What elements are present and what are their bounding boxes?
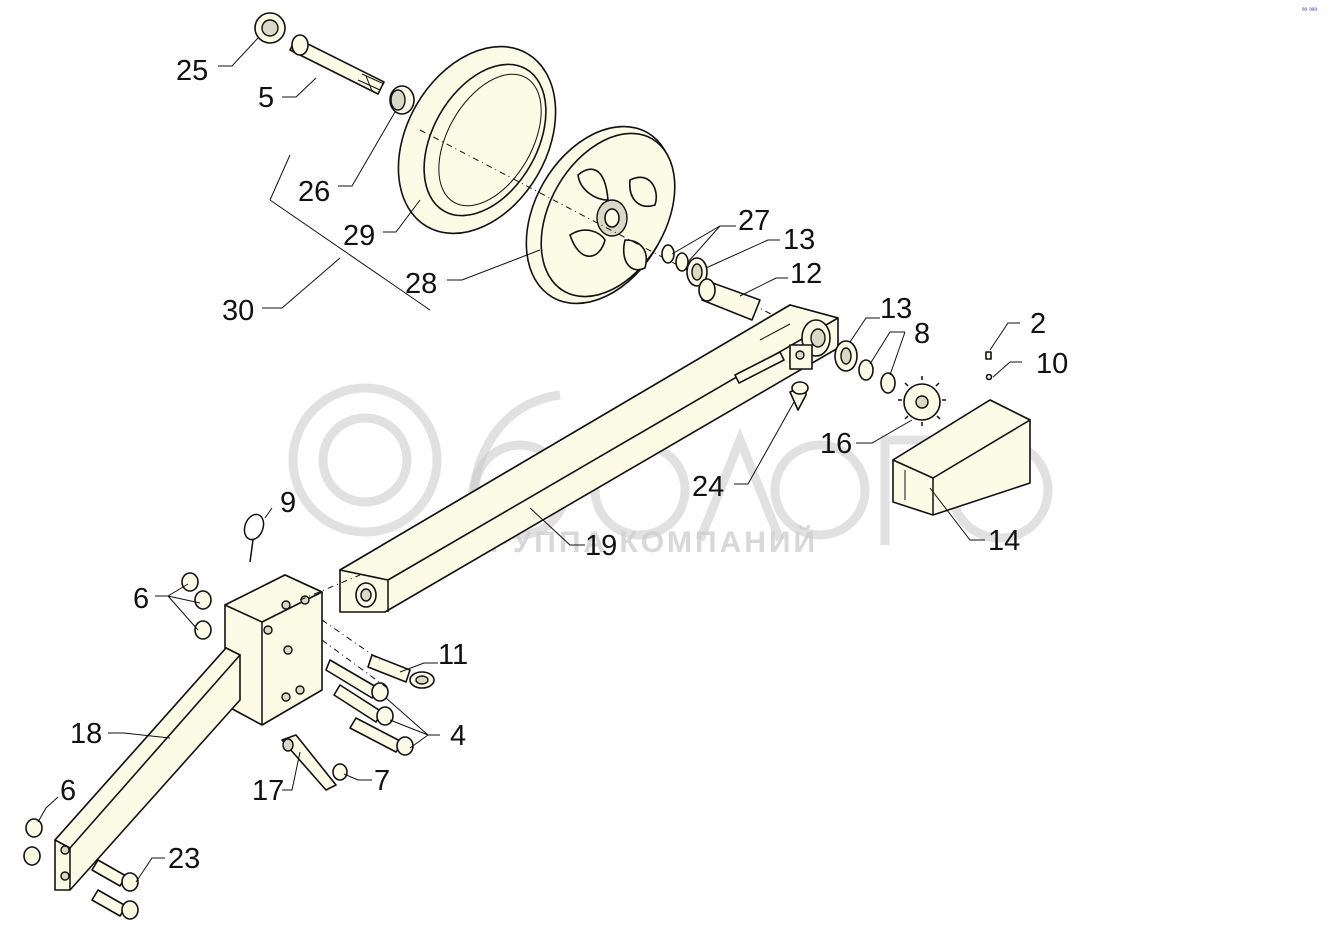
assembly-line-b <box>321 639 391 691</box>
callout-13-upper: 13 <box>783 224 815 256</box>
wheel-28 <box>525 125 676 305</box>
callout-16: 16 <box>820 428 852 460</box>
bracket-17 <box>281 734 337 791</box>
callout-8: 8 <box>914 318 930 350</box>
nut-7 <box>332 763 348 781</box>
callout-30: 30 <box>222 295 254 327</box>
washers-27 <box>661 244 689 272</box>
callout-29: 29 <box>343 220 375 252</box>
bolt-5 <box>289 34 385 95</box>
washers-8 <box>858 359 896 394</box>
callout-27: 27 <box>738 205 770 237</box>
callout-labels: 25 5 26 29 30 28 27 13 12 13 8 2 10 16 2… <box>60 55 1068 875</box>
assembly-line-c <box>299 574 361 601</box>
callout-9: 9 <box>280 487 296 519</box>
bracket-plate <box>224 574 323 726</box>
callout-24: 24 <box>692 471 724 503</box>
callout-10: 10 <box>1036 348 1068 380</box>
callout-11: 11 <box>438 639 468 671</box>
bolts-4 <box>325 659 414 756</box>
callout-18: 18 <box>70 718 102 750</box>
callout-19: 19 <box>585 530 617 562</box>
callout-6-upper: 6 <box>133 583 149 615</box>
ring-9 <box>243 513 265 563</box>
callout-6-lower: 6 <box>60 775 76 807</box>
callout-5: 5 <box>258 82 274 114</box>
ring-10 <box>985 373 993 381</box>
callout-17: 17 <box>252 775 284 807</box>
callout-12: 12 <box>790 258 822 290</box>
beam-19 <box>339 304 839 613</box>
bolts-23 <box>91 859 139 920</box>
pin-2 <box>985 351 992 360</box>
sprocket-16 <box>898 376 946 426</box>
tyre-29 <box>397 45 557 235</box>
watermark-subtitle: ГРУППА КОМПАНИЙ <box>470 525 818 559</box>
callout-2: 2 <box>1030 308 1046 340</box>
axis-centreline <box>419 129 831 346</box>
bolt-24 <box>789 381 809 411</box>
callout-7: 7 <box>374 765 390 797</box>
corner-mark: ᵃᵒ ᵃᵃᵃ <box>1302 7 1317 14</box>
spacer-26 <box>389 85 415 115</box>
leader-lines <box>37 37 1022 883</box>
callout-25: 25 <box>176 55 208 87</box>
callout-4: 4 <box>450 720 466 752</box>
callout-13-lower: 13 <box>880 293 912 325</box>
bearing-13-upper <box>686 257 708 287</box>
callout-28: 28 <box>405 268 437 300</box>
cover-14 <box>892 399 1031 516</box>
sleeve-12 <box>698 278 761 321</box>
nut-25 <box>254 12 286 44</box>
nuts-6-upper <box>181 572 212 640</box>
callout-14: 14 <box>988 525 1020 557</box>
callout-26: 26 <box>298 176 330 208</box>
assembly-line-a <box>321 619 381 661</box>
callout-23: 23 <box>168 843 200 875</box>
pin-11 <box>367 654 435 689</box>
nuts-6-lower <box>23 818 43 866</box>
arm-18 <box>54 647 241 891</box>
bearing-13-lower <box>834 340 858 372</box>
